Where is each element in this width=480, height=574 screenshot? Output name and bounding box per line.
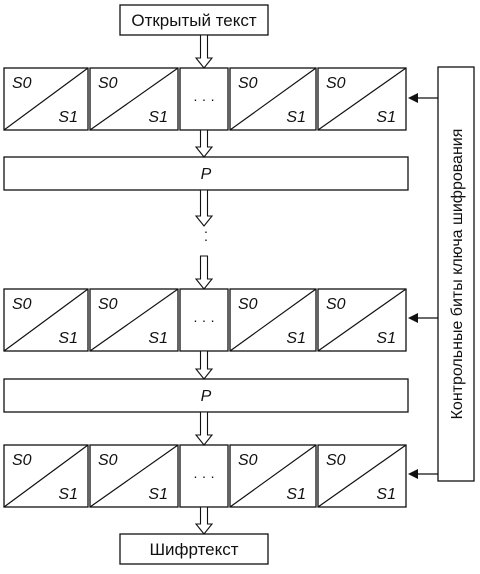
flow-arrow	[194, 34, 214, 69]
flow-arrow	[194, 189, 214, 227]
sbox-cell	[179, 67, 229, 131]
flow-arrow	[194, 350, 214, 380]
sbox-ellipsis: · · ·	[193, 468, 215, 484]
sbox-diagonal	[3, 67, 89, 131]
sbox-ellipsis: · · ·	[193, 312, 215, 328]
sbox-diagonal	[89, 444, 179, 508]
sbox-cell	[179, 288, 229, 352]
flow-arrow	[194, 255, 214, 290]
sbox-diagonal	[3, 444, 89, 508]
sbox-diagonal	[3, 288, 89, 352]
middle-dots: ·	[204, 223, 209, 239]
sbox-ellipsis: · · ·	[193, 91, 215, 107]
ciphertext-label: Шифртекст	[149, 540, 238, 559]
sbox-bottom-label: S1	[376, 109, 396, 126]
flow-arrow	[194, 506, 214, 535]
sbox-bottom-label: S1	[148, 486, 168, 503]
middle-dots: ·	[204, 231, 209, 247]
sbox-diagonal	[89, 288, 179, 352]
permutation-label-1: P	[201, 166, 212, 183]
sbox-diagonal	[89, 67, 179, 131]
sbox-top-label: S0	[238, 296, 258, 313]
sbox-bottom-label: S1	[286, 486, 306, 503]
key-bits-label: Контрольные биты ключа шифрования	[449, 129, 466, 420]
permutation-box-1	[3, 156, 409, 191]
flow-arrow	[194, 129, 214, 158]
sbox-top-label: S0	[12, 296, 32, 313]
sbox-top-label: S0	[12, 452, 32, 469]
sbox-top-label: S0	[98, 75, 118, 92]
permutation-box-2	[3, 378, 409, 413]
sbox-top-label: S0	[98, 296, 118, 313]
sbox-top-label: S0	[98, 452, 118, 469]
plaintext-box	[119, 4, 269, 36]
sbox-top-label: S0	[238, 75, 258, 92]
sbox-diagonal	[229, 288, 317, 352]
sbox-diagonal	[317, 288, 407, 352]
permutation-label-2: P	[201, 388, 212, 405]
sbox-bottom-label: S1	[376, 330, 396, 347]
sbox-top-label: S0	[238, 452, 258, 469]
sbox-bottom-label: S1	[286, 330, 306, 347]
sbox-bottom-label: S1	[148, 330, 168, 347]
sbox-diagonal	[229, 67, 317, 131]
sbox-bottom-label: S1	[376, 486, 396, 503]
sbox-cell	[179, 444, 229, 508]
sbox-top-label: S0	[12, 75, 32, 92]
sbox-diagonal	[229, 444, 317, 508]
sbox-top-label: S0	[326, 452, 346, 469]
sbox-bottom-label: S1	[58, 330, 78, 347]
sbox-diagonal	[317, 67, 407, 131]
key-arrow-head-2	[408, 313, 418, 323]
sbox-bottom-label: S1	[58, 109, 78, 126]
sbox-top-label: S0	[326, 296, 346, 313]
key-arrow-head-3	[408, 469, 418, 479]
sbox-bottom-label: S1	[58, 486, 78, 503]
sbox-diagonal	[317, 444, 407, 508]
flow-arrow	[194, 411, 214, 446]
sbox-bottom-label: S1	[286, 109, 306, 126]
sbox-top-label: S0	[326, 75, 346, 92]
ciphertext-box	[119, 533, 269, 565]
key-arrow-head-1	[408, 93, 418, 103]
key-bits-box	[437, 66, 475, 482]
sbox-bottom-label: S1	[148, 109, 168, 126]
plaintext-label: Открытый текст	[131, 11, 257, 30]
